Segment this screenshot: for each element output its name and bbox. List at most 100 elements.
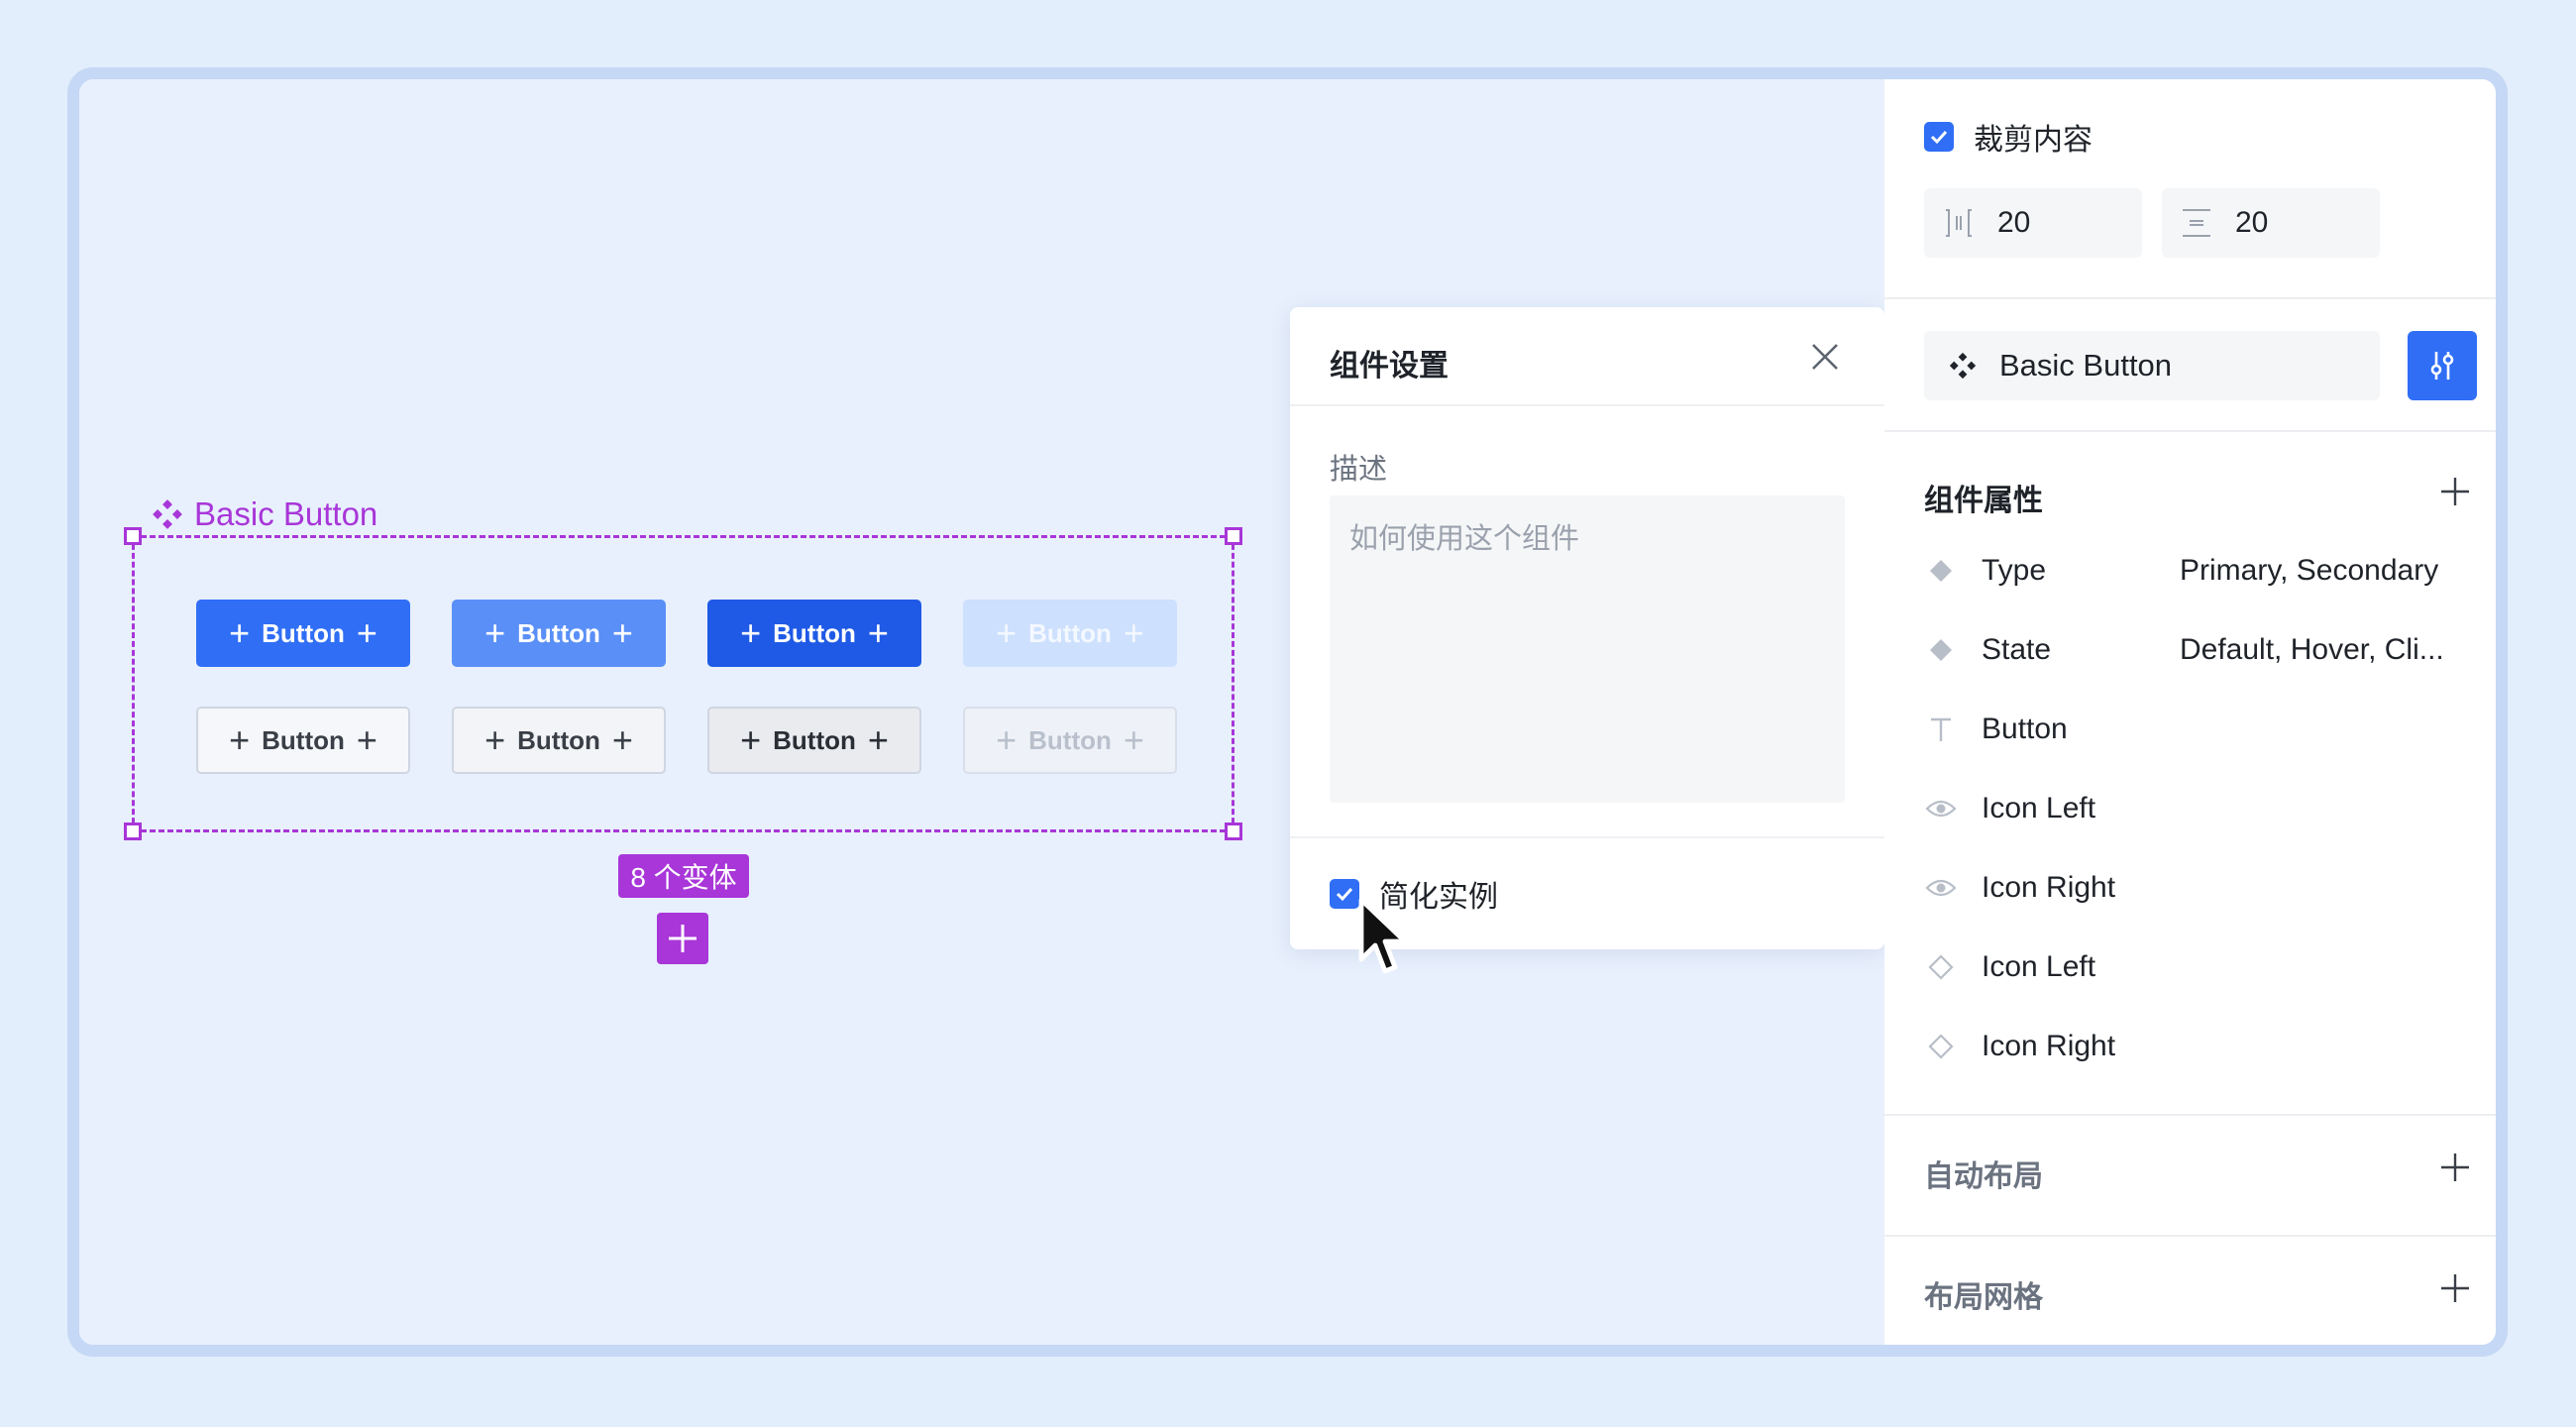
plus-icon: + bbox=[740, 612, 762, 653]
mouse-cursor-icon bbox=[1358, 897, 1408, 974]
simplify-instances-row[interactable]: 简化实例 bbox=[1330, 872, 1498, 916]
property-row-state[interactable]: State Default, Hover, Cli... bbox=[1924, 620, 2479, 680]
button-label: Button bbox=[517, 724, 600, 755]
property-name: State bbox=[1982, 633, 2052, 666]
property-row-icon-left-visibility[interactable]: Icon Left bbox=[1924, 779, 2479, 838]
horizontal-spacing-input[interactable]: 20 bbox=[1924, 188, 2142, 258]
checkmark-icon bbox=[1336, 887, 1353, 902]
plus-icon bbox=[2441, 478, 2469, 505]
vertical-spacing-input[interactable]: 20 bbox=[2162, 188, 2380, 258]
clip-content-checkbox[interactable] bbox=[1924, 122, 1954, 152]
add-layout-grid-button[interactable] bbox=[2435, 1268, 2475, 1308]
plus-icon: + bbox=[611, 612, 633, 653]
component-set-frame[interactable]: + Button + + Button + + Button + + Butto… bbox=[124, 527, 1242, 840]
add-property-button[interactable] bbox=[2435, 472, 2475, 511]
app-window: Basic Button + Button + + Button + + But… bbox=[67, 67, 2508, 1357]
plus-icon: + bbox=[996, 612, 1018, 653]
button-variant-secondary-click[interactable]: + Button + bbox=[707, 707, 921, 774]
plus-icon: + bbox=[484, 719, 506, 760]
eye-icon bbox=[1924, 792, 1958, 825]
variant-diamond-icon bbox=[1924, 554, 1958, 588]
divider bbox=[1884, 430, 2496, 432]
component-settings-button[interactable] bbox=[2408, 331, 2477, 400]
instance-swap-diamond-icon bbox=[1924, 950, 1958, 984]
description-textarea[interactable] bbox=[1330, 495, 1845, 803]
clip-content-label: 裁剪内容 bbox=[1974, 124, 2093, 157]
button-label: Button bbox=[773, 724, 856, 755]
property-name: Icon Left bbox=[1982, 792, 2096, 824]
component-icon bbox=[153, 499, 182, 529]
description-label: 描述 bbox=[1330, 454, 1388, 486]
button-variant-primary-disabled[interactable]: + Button + bbox=[963, 600, 1177, 667]
divider bbox=[1884, 1114, 2496, 1116]
simplify-instances-label: 简化实例 bbox=[1379, 881, 1498, 914]
resize-handle-bottom-right[interactable] bbox=[1225, 823, 1242, 840]
button-label: Button bbox=[1028, 617, 1112, 648]
property-row-icon-left-swap[interactable]: Icon Left bbox=[1924, 937, 2479, 997]
plus-icon: + bbox=[1123, 719, 1144, 760]
add-variant-button[interactable] bbox=[657, 913, 708, 964]
button-variant-primary-hover[interactable]: + Button + bbox=[452, 600, 666, 667]
plus-icon: + bbox=[867, 719, 889, 760]
plus-icon bbox=[2441, 1274, 2469, 1302]
plus-icon bbox=[669, 925, 697, 952]
button-label: Button bbox=[773, 617, 856, 648]
variant-diamond-icon bbox=[1924, 633, 1958, 667]
plus-icon: + bbox=[1123, 612, 1144, 653]
vertical-spacing-value: 20 bbox=[2235, 206, 2269, 239]
property-row-icon-right-swap[interactable]: Icon Right bbox=[1924, 1017, 2479, 1076]
variant-count-badge: 8 个变体 bbox=[618, 854, 749, 898]
horizontal-spacing-icon bbox=[1946, 209, 1972, 237]
plus-icon: + bbox=[356, 719, 377, 760]
button-label: Button bbox=[262, 617, 345, 648]
vertical-spacing-icon bbox=[2183, 209, 2210, 237]
property-name: Icon Right bbox=[1982, 871, 2116, 904]
component-name-value: Basic Button bbox=[1999, 348, 2173, 383]
button-variant-primary-default[interactable]: + Button + bbox=[196, 600, 410, 667]
divider bbox=[1290, 836, 1884, 838]
simplify-instances-checkbox[interactable] bbox=[1330, 879, 1359, 909]
dialog-title: 组件设置 bbox=[1330, 350, 1449, 383]
plus-icon: + bbox=[229, 612, 251, 653]
button-label: Button bbox=[517, 617, 600, 648]
properties-panel: 裁剪内容 20 20 bbox=[1884, 79, 2496, 1345]
property-row-type[interactable]: Type Primary, Secondary bbox=[1924, 541, 2479, 601]
close-button[interactable] bbox=[1805, 337, 1845, 377]
resize-handle-top-left[interactable] bbox=[124, 527, 142, 545]
resize-handle-bottom-left[interactable] bbox=[124, 823, 142, 840]
component-name-text: Basic Button bbox=[194, 495, 378, 532]
plus-icon: + bbox=[611, 719, 633, 760]
button-variant-secondary-disabled[interactable]: + Button + bbox=[963, 707, 1177, 774]
plus-icon: + bbox=[867, 612, 889, 653]
plus-icon: + bbox=[740, 719, 762, 760]
property-row-icon-right-visibility[interactable]: Icon Right bbox=[1924, 858, 2479, 918]
button-variant-primary-click[interactable]: + Button + bbox=[707, 600, 921, 667]
button-label: Button bbox=[1028, 724, 1112, 755]
component-settings-dialog: 组件设置 描述 简化实例 bbox=[1290, 307, 1884, 949]
button-label: Button bbox=[262, 724, 345, 755]
property-name: Button bbox=[1982, 713, 2068, 745]
instance-swap-diamond-icon bbox=[1924, 1030, 1958, 1063]
text-icon bbox=[1924, 713, 1958, 746]
property-value: Default, Hover, Cli... bbox=[2180, 633, 2444, 666]
close-icon bbox=[1812, 344, 1838, 370]
component-name-label[interactable]: Basic Button bbox=[151, 495, 377, 533]
component-name-field[interactable]: Basic Button bbox=[1924, 331, 2380, 400]
resize-handle-top-right[interactable] bbox=[1225, 527, 1242, 545]
clip-content-row[interactable]: 裁剪内容 bbox=[1924, 115, 2093, 159]
eye-icon bbox=[1924, 871, 1958, 905]
add-auto-layout-button[interactable] bbox=[2435, 1148, 2475, 1187]
property-name: Icon Left bbox=[1982, 950, 2096, 983]
property-row-button-text[interactable]: Button bbox=[1924, 700, 2479, 759]
checkmark-icon bbox=[1930, 130, 1948, 145]
plus-icon bbox=[2441, 1153, 2469, 1181]
component-properties-title: 组件属性 bbox=[1924, 485, 2043, 517]
dialog-header: 组件设置 bbox=[1290, 307, 1884, 406]
property-name: Icon Right bbox=[1982, 1030, 2116, 1062]
plus-icon: + bbox=[356, 612, 377, 653]
property-value: Primary, Secondary bbox=[2180, 554, 2439, 587]
button-variant-secondary-hover[interactable]: + Button + bbox=[452, 707, 666, 774]
component-icon bbox=[1949, 352, 1977, 380]
plus-icon: + bbox=[484, 612, 506, 653]
button-variant-secondary-default[interactable]: + Button + bbox=[196, 707, 410, 774]
